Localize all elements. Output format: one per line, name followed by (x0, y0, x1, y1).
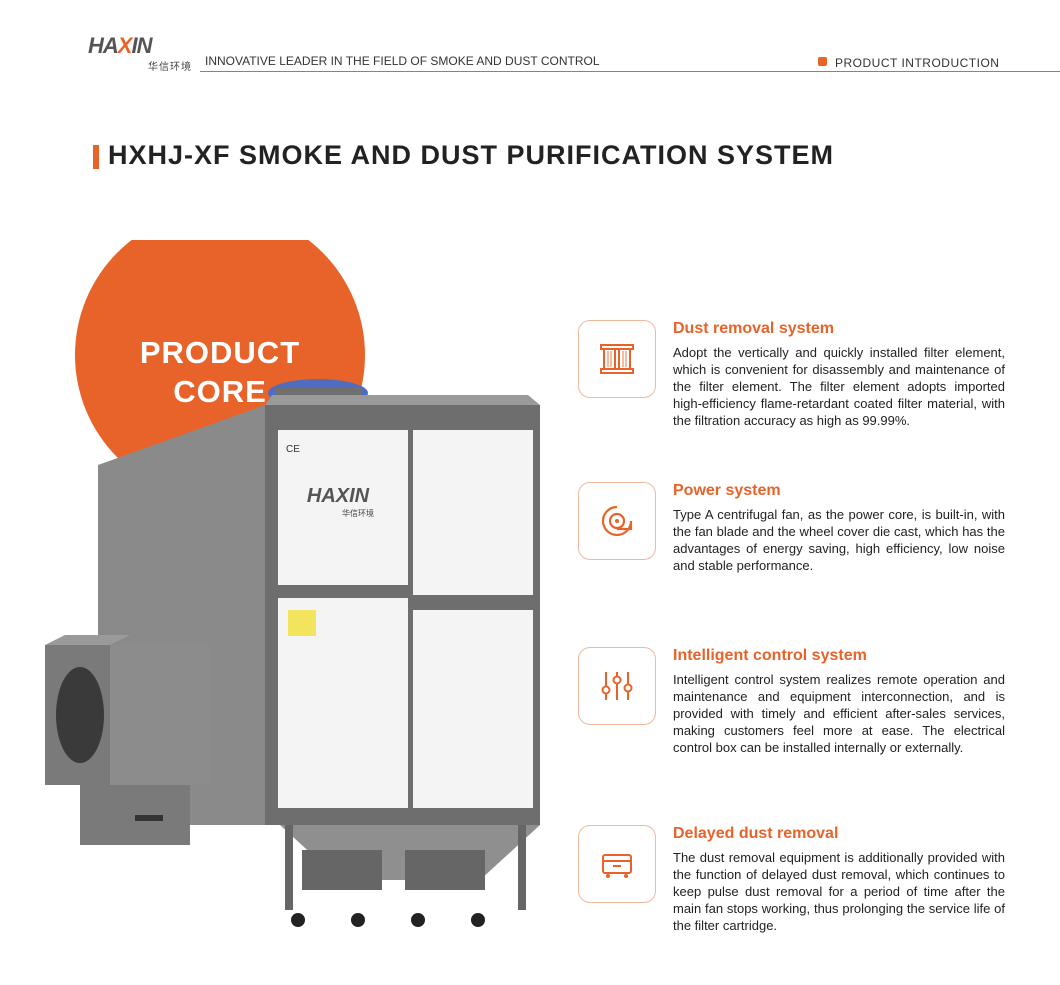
feature-description: Type A centrifugal fan, as the power cor… (673, 507, 1005, 573)
panel-seam (408, 430, 413, 808)
section-label: PRODUCT INTRODUCTION (835, 56, 1000, 70)
ce-mark: CE (286, 444, 300, 455)
section-marker-icon (818, 57, 827, 66)
panel-top-right (413, 430, 533, 595)
feature-description: The dust removal equipment is additional… (673, 850, 1005, 933)
centrifugal-fan-icon (578, 482, 656, 560)
leg-left (285, 825, 293, 910)
product-illustration: PRODUCT CORE HAXIN 华信环境 CE (45, 240, 540, 927)
dust-drawer-2 (405, 850, 485, 890)
wheel (411, 913, 425, 927)
logo-subtitle: 华信环境 (148, 62, 192, 73)
dust-cart-icon (578, 825, 656, 903)
wheel (291, 913, 305, 927)
feature-title: Power system (673, 482, 781, 499)
machine-brand-sub: 华信环境 (342, 508, 374, 518)
panel-bottom-right (413, 610, 533, 808)
panel-top-left (278, 430, 408, 585)
feature-description: Adopt the vertically and quickly install… (673, 345, 1005, 428)
fan-base-slot (135, 815, 163, 821)
control-sliders-icon (578, 647, 656, 725)
wheel (351, 913, 365, 927)
page-header: HAXIN 华信环境 INNOVATIVE LEADER IN THE FIEL… (0, 0, 1060, 80)
warning-label (288, 610, 316, 636)
filter-cartridge-icon (578, 320, 656, 398)
feature-description: Intelligent control system realizes remo… (673, 672, 1005, 755)
feature-title: Intelligent control system (673, 647, 867, 664)
leg-right (518, 825, 526, 910)
dust-drawer-1 (302, 850, 382, 890)
haxin-logo: HAXIN 华信环境 (88, 33, 198, 73)
badge-line-2: CORE (173, 374, 267, 409)
feature-title: Delayed dust removal (673, 825, 839, 842)
feature-title: Dust removal system (673, 320, 834, 337)
fan-housing-top (45, 635, 130, 645)
header-divider (200, 71, 1060, 72)
header-tagline: INNOVATIVE LEADER IN THE FIELD OF SMOKE … (205, 54, 600, 68)
wheel (471, 913, 485, 927)
machine-top (265, 395, 540, 405)
machine-brand: HAXIN (307, 485, 370, 507)
fan-inlet (56, 667, 104, 763)
badge-line-1: PRODUCT (140, 335, 300, 370)
logo-wordmark: HAXIN (88, 33, 152, 58)
title-accent-bar (93, 145, 99, 169)
page-title: HXHJ-XF SMOKE AND DUST PURIFICATION SYST… (108, 140, 835, 170)
fan-housing-side (110, 645, 210, 785)
